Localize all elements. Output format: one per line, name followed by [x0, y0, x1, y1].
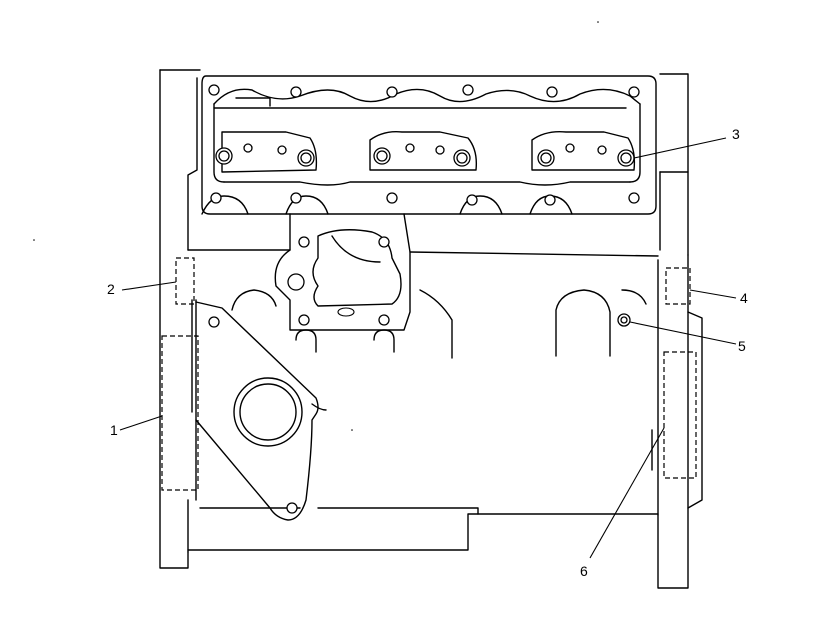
leader-lines [119, 137, 737, 559]
callout-4: 4 [740, 290, 748, 306]
leader-1 [119, 415, 163, 431]
crankcase-features [195, 289, 653, 521]
region-4 [665, 267, 691, 305]
region-2 [175, 257, 195, 305]
leader-5 [629, 321, 737, 345]
callout-labels: 1 2 3 4 5 6 [107, 126, 748, 579]
callout-5: 5 [738, 338, 746, 354]
leader-2 [121, 281, 177, 291]
head-gasket [201, 75, 657, 353]
callout-2: 2 [107, 281, 115, 297]
leader-4 [689, 289, 737, 299]
callout-3: 3 [732, 126, 740, 142]
block-outline [159, 69, 703, 589]
dashed-regions [161, 257, 697, 491]
region-1 [161, 335, 199, 491]
callout-6: 6 [580, 563, 588, 579]
region-6 [663, 351, 697, 479]
callout-1: 1 [110, 422, 118, 438]
leader-6 [589, 427, 665, 559]
leader-3 [633, 137, 727, 159]
scan-specks [33, 21, 599, 431]
gasket-bolt-holes [208, 84, 640, 326]
